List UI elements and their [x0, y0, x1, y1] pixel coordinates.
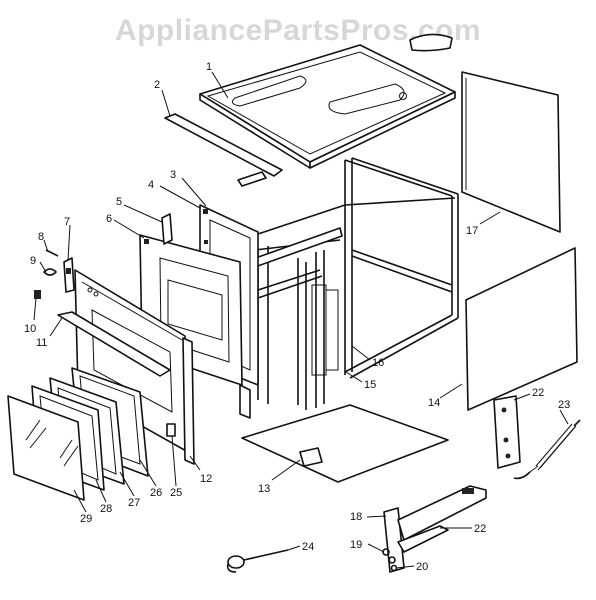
callout-3: 3	[170, 169, 176, 181]
leader-lines	[33, 71, 569, 569]
callout-19: 19	[350, 539, 362, 551]
callout-22-lower: 22	[474, 523, 486, 535]
part-hinge-strip	[161, 213, 173, 245]
part-hinge-assembly-lower	[382, 485, 487, 573]
callout-23: 23	[558, 399, 570, 411]
part-cable-plug	[226, 549, 289, 573]
callout-9: 9	[30, 255, 36, 267]
callout-1: 1	[206, 61, 212, 73]
callout-25: 25	[170, 487, 182, 499]
callout-13: 13	[258, 483, 270, 495]
part-door-trim	[182, 337, 195, 465]
callout-24: 24	[302, 541, 314, 553]
callout-11: 11	[36, 337, 47, 349]
callout-17: 17	[466, 225, 478, 237]
callout-4: 4	[148, 179, 154, 191]
callout-28: 28	[100, 503, 112, 515]
part-bottom-panel	[241, 404, 449, 483]
part-side-panel-upper	[461, 71, 561, 233]
part-spring	[513, 419, 581, 480]
callout-8: 8	[38, 231, 44, 243]
callout-27: 27	[128, 497, 140, 509]
callout-labels: 1 2 3 4 5 6 7 8 9 10 11 12 13 14 15 16 1…	[24, 61, 570, 573]
callout-12: 12	[200, 473, 212, 485]
callout-22-upper: 22	[532, 387, 544, 399]
part-top-panel	[199, 33, 456, 169]
callout-7: 7	[64, 216, 70, 228]
part-side-panel-lower	[465, 247, 578, 411]
callout-5: 5	[116, 196, 122, 208]
callout-6: 6	[106, 213, 112, 225]
part-clip	[166, 423, 176, 437]
part-outer-door	[57, 269, 189, 453]
callout-18: 18	[350, 511, 362, 523]
callout-14: 14	[428, 397, 440, 409]
callout-20: 20	[416, 561, 428, 573]
callout-10: 10	[24, 323, 36, 335]
part-hinge-bracket-upper	[493, 395, 521, 469]
part-latch	[63, 257, 75, 293]
part-hardware-small	[34, 249, 59, 299]
callout-15: 15	[364, 379, 376, 391]
part-window-glass-assembly	[7, 367, 149, 501]
part-front-strip	[164, 113, 283, 187]
callout-29: 29	[80, 513, 92, 525]
callout-2: 2	[154, 79, 160, 91]
cabinet-frame	[249, 157, 459, 410]
callout-26: 26	[150, 487, 162, 499]
callout-16: 16	[372, 357, 384, 369]
